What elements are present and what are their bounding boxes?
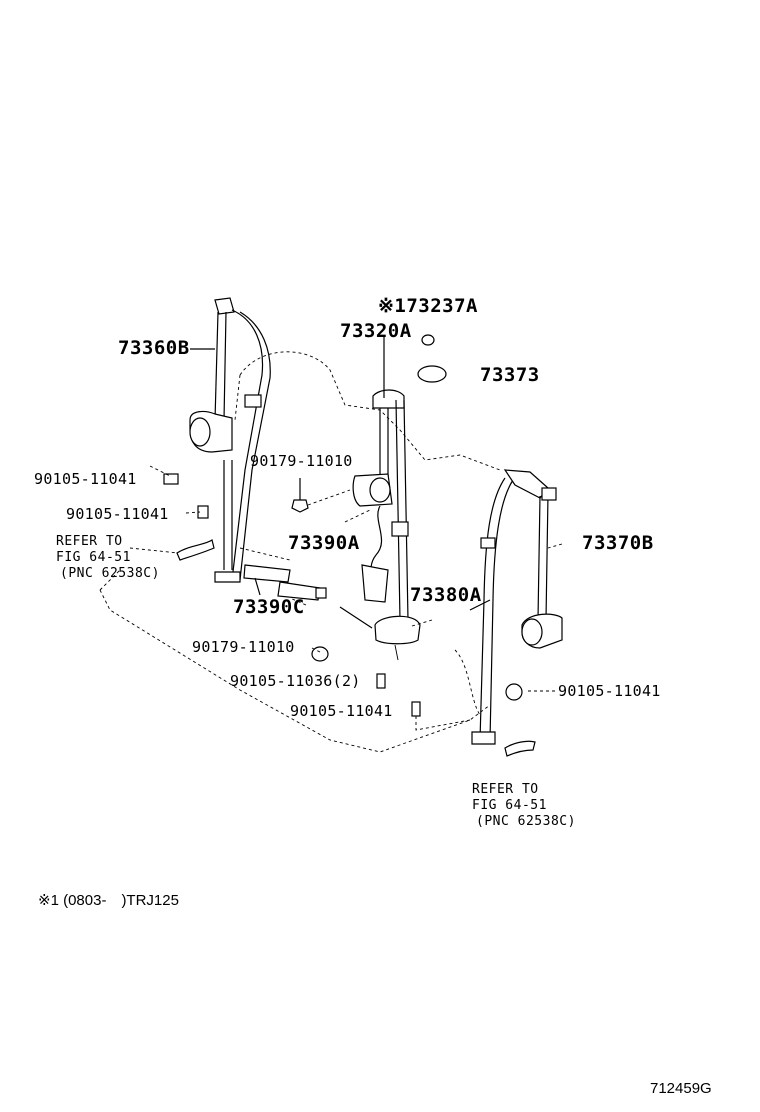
- part-label-73237a: ※173237A: [378, 295, 478, 317]
- part-label-90105-11036: 90105-11036(2): [230, 672, 361, 690]
- reference-line: FIG 64-51: [56, 550, 131, 565]
- reference-note-left: REFER TO FIG 64-51 (PNC 62538C): [56, 534, 160, 582]
- left-belt-assembly: [176, 297, 271, 583]
- reference-line: (PNC 62538C): [476, 814, 576, 829]
- part-label-90179-b: 90179-11010: [192, 638, 295, 656]
- part-label-73370b: 73370B: [582, 532, 654, 554]
- figure-code: 712459G: [650, 1080, 712, 1097]
- reference-line: (PNC 62538C): [60, 566, 160, 581]
- part-label-73380a: 73380A: [410, 584, 482, 606]
- part-label-73373: 73373: [480, 364, 540, 386]
- part-label-73390c: 73390C: [233, 596, 305, 618]
- reference-line: FIG 64-51: [472, 798, 547, 813]
- center-belt-assembly: [339, 389, 421, 661]
- hardware: [163, 334, 523, 717]
- reference-note-right: REFER TO FIG 64-51 (PNC 62538C): [472, 782, 576, 830]
- leader-lines: [129, 336, 563, 731]
- buckle-assembly: [239, 547, 327, 601]
- footnote: ※1 (0803- )TRJ125: [38, 892, 179, 909]
- part-label-73320a: 73320A: [340, 320, 412, 342]
- part-label-90105-c: 90105-11041: [558, 682, 661, 700]
- right-belt-assembly: [471, 469, 563, 757]
- part-label-90179-a: 90179-11010: [250, 452, 353, 470]
- reference-line: REFER TO: [56, 534, 123, 549]
- part-label-73360b: 73360B: [118, 337, 190, 359]
- part-label-90105-a: 90105-11041: [34, 470, 137, 488]
- part-label-90105-b: 90105-11041: [66, 505, 169, 523]
- part-label-73390a: 73390A: [288, 532, 360, 554]
- reference-line: REFER TO: [472, 782, 539, 797]
- seat-outline: [99, 589, 491, 753]
- part-label-90105-d: 90105-11041: [290, 702, 393, 720]
